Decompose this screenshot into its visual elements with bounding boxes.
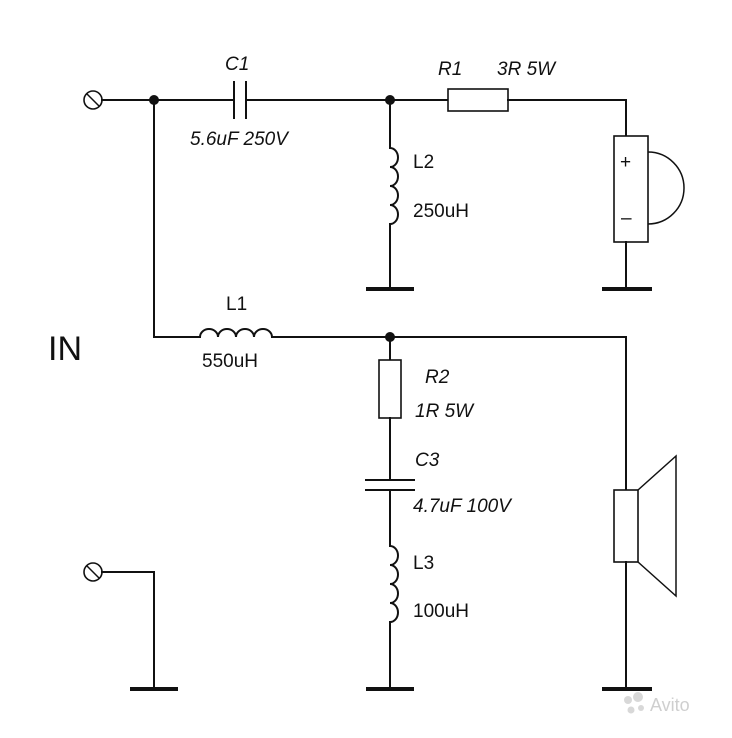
l1-name-label: L1 (226, 294, 247, 315)
c3-capacitor (365, 479, 415, 491)
woofer (613, 454, 677, 598)
r2-resistor (378, 359, 402, 419)
junction-c1-r1 (385, 95, 395, 105)
wire-input-bottom (101, 571, 155, 689)
input-terminal-bottom (83, 562, 103, 582)
wire-input-vertical (153, 99, 201, 338)
r1-value-label: 3R 5W (497, 59, 557, 80)
watermark-text: Avito (650, 695, 690, 715)
l1-inductor (198, 328, 274, 339)
tweeter: + – (613, 135, 685, 243)
l1-value-label: 550uH (202, 351, 258, 372)
r2-name-label: R2 (425, 367, 450, 388)
junction-input (149, 95, 159, 105)
r1-resistor (447, 88, 509, 112)
l2-name-label: L2 (413, 152, 434, 173)
c1-capacitor (233, 81, 247, 119)
junction-l1-r2 (385, 332, 395, 342)
l3-inductor (388, 544, 399, 624)
r2-value-label: 1R 5W (415, 401, 475, 422)
c3-name-label: C3 (415, 450, 440, 471)
input-label: IN (48, 330, 82, 368)
l3-name-label: L3 (413, 553, 434, 574)
r1-name-label: R1 (438, 59, 462, 80)
c3-value-label: 4.7uF 100V (413, 496, 513, 517)
wire-r1-to-tweeter (507, 99, 627, 137)
c1-value-label: 5.6uF 250V (190, 129, 290, 150)
tweeter-minus-label: – (621, 208, 632, 229)
l2-inductor (388, 146, 399, 226)
l2-value-label: 250uH (413, 201, 469, 222)
tweeter-plus-label: + (620, 152, 631, 173)
watermark: Avito (624, 692, 690, 715)
l3-value-label: 100uH (413, 601, 469, 622)
c1-name-label: C1 (225, 54, 249, 75)
input-terminal-top (83, 90, 103, 110)
